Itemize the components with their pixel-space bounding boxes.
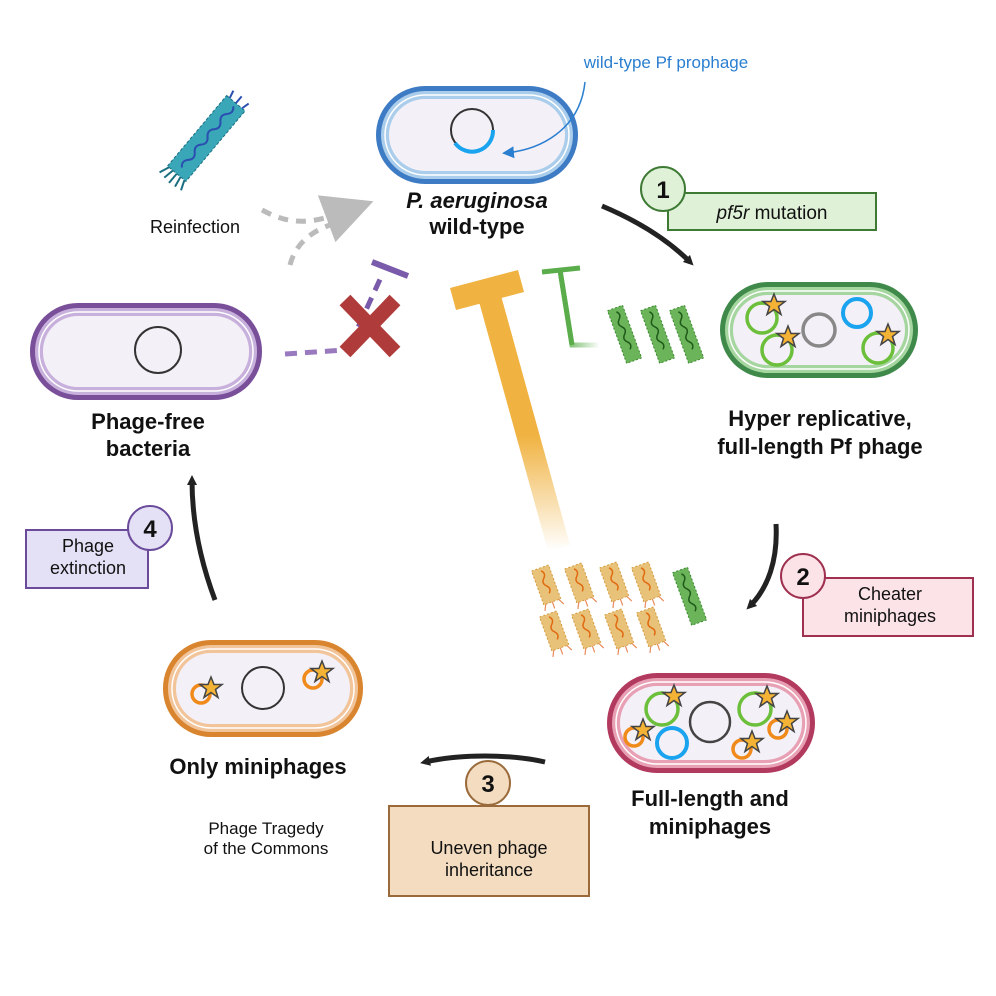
full-length-phage-rod-icon bbox=[671, 566, 708, 626]
wildtype-cell bbox=[376, 86, 578, 184]
hyper-label-1: Hyper replicative, bbox=[728, 406, 911, 431]
orange-inhibition-icon bbox=[450, 270, 570, 551]
miniphage-rod-icon bbox=[630, 561, 665, 608]
step2-number: 2 bbox=[796, 564, 809, 591]
full-length-phage-group bbox=[606, 304, 705, 364]
prophage-annotation: wild-type Pf prophage bbox=[583, 53, 748, 72]
arrow-step1 bbox=[601, 203, 694, 266]
tragedy-line1: Phage Tragedy bbox=[208, 819, 324, 838]
wildtype-label-1: P. aeruginosa bbox=[406, 188, 547, 213]
step3-number: 3 bbox=[481, 771, 494, 798]
prophage-segment bbox=[453, 129, 496, 154]
step4-number: 4 bbox=[143, 516, 157, 543]
mixed-phage-cell bbox=[607, 673, 815, 773]
arrow-step2 bbox=[746, 523, 779, 610]
mixed-label-2: miniphages bbox=[649, 814, 771, 839]
step4-line2: extinction bbox=[50, 558, 126, 578]
prophage-pointer-arrow bbox=[502, 81, 586, 159]
step3-line1: Uneven phage bbox=[430, 838, 547, 858]
step3-line2: inheritance bbox=[445, 860, 533, 880]
mixed-label-1: Full-length and bbox=[631, 786, 789, 811]
svg-text:pf5r mutation: pf5r mutation bbox=[716, 203, 828, 224]
mini-label: Only miniphages bbox=[169, 754, 346, 779]
miniphage-rod-icon bbox=[635, 606, 670, 653]
hyper-label-2: full-length Pf phage bbox=[717, 434, 922, 459]
reinfection-arrow-dashed-2 bbox=[287, 222, 331, 266]
miniphage-rod-icon bbox=[530, 564, 565, 611]
miniphage-rod-icon bbox=[570, 608, 605, 655]
tragedy-line2: of the Commons bbox=[204, 839, 329, 858]
wildtype-label-2: wild-type bbox=[428, 214, 524, 239]
step1-text: mutation bbox=[749, 203, 827, 224]
step1-number: 1 bbox=[656, 177, 669, 204]
arrow-step4 bbox=[187, 475, 218, 601]
miniphage-rod-icon bbox=[603, 608, 638, 655]
inhibit-x-icon bbox=[339, 294, 401, 358]
purple-inhibition-icon bbox=[284, 259, 410, 357]
step2-badge: 2 Cheater miniphages bbox=[780, 553, 974, 637]
step1-badge: 1 pf5r mutation bbox=[640, 166, 877, 231]
hyper-replicative-cell bbox=[720, 282, 918, 378]
miniphage-rod-icon bbox=[563, 562, 598, 609]
phage-rod-icon bbox=[159, 90, 250, 191]
step4-badge: 4 Phage extinction bbox=[25, 505, 173, 589]
reinfection-label: Reinfection bbox=[150, 217, 240, 237]
miniphage-rod-icon bbox=[598, 561, 633, 608]
miniphage-group bbox=[530, 561, 708, 657]
reinfection-arrow-dashed-1 bbox=[260, 195, 374, 243]
free-label-2: bacteria bbox=[106, 436, 191, 461]
step2-line2: miniphages bbox=[844, 606, 936, 626]
step4-line1: Phage bbox=[62, 536, 114, 556]
only-miniphage-cell bbox=[163, 640, 363, 737]
free-label-1: Phage-free bbox=[91, 409, 205, 434]
arrow-step3 bbox=[420, 753, 546, 766]
step2-line1: Cheater bbox=[858, 584, 922, 604]
step1-text-italic: pf5r bbox=[716, 203, 750, 224]
phage-free-cell bbox=[30, 303, 262, 400]
green-inhibition-icon bbox=[541, 265, 600, 348]
miniphage-rod-icon bbox=[538, 610, 573, 657]
step3-badge: 3 Uneven phage inheritance bbox=[388, 760, 590, 897]
